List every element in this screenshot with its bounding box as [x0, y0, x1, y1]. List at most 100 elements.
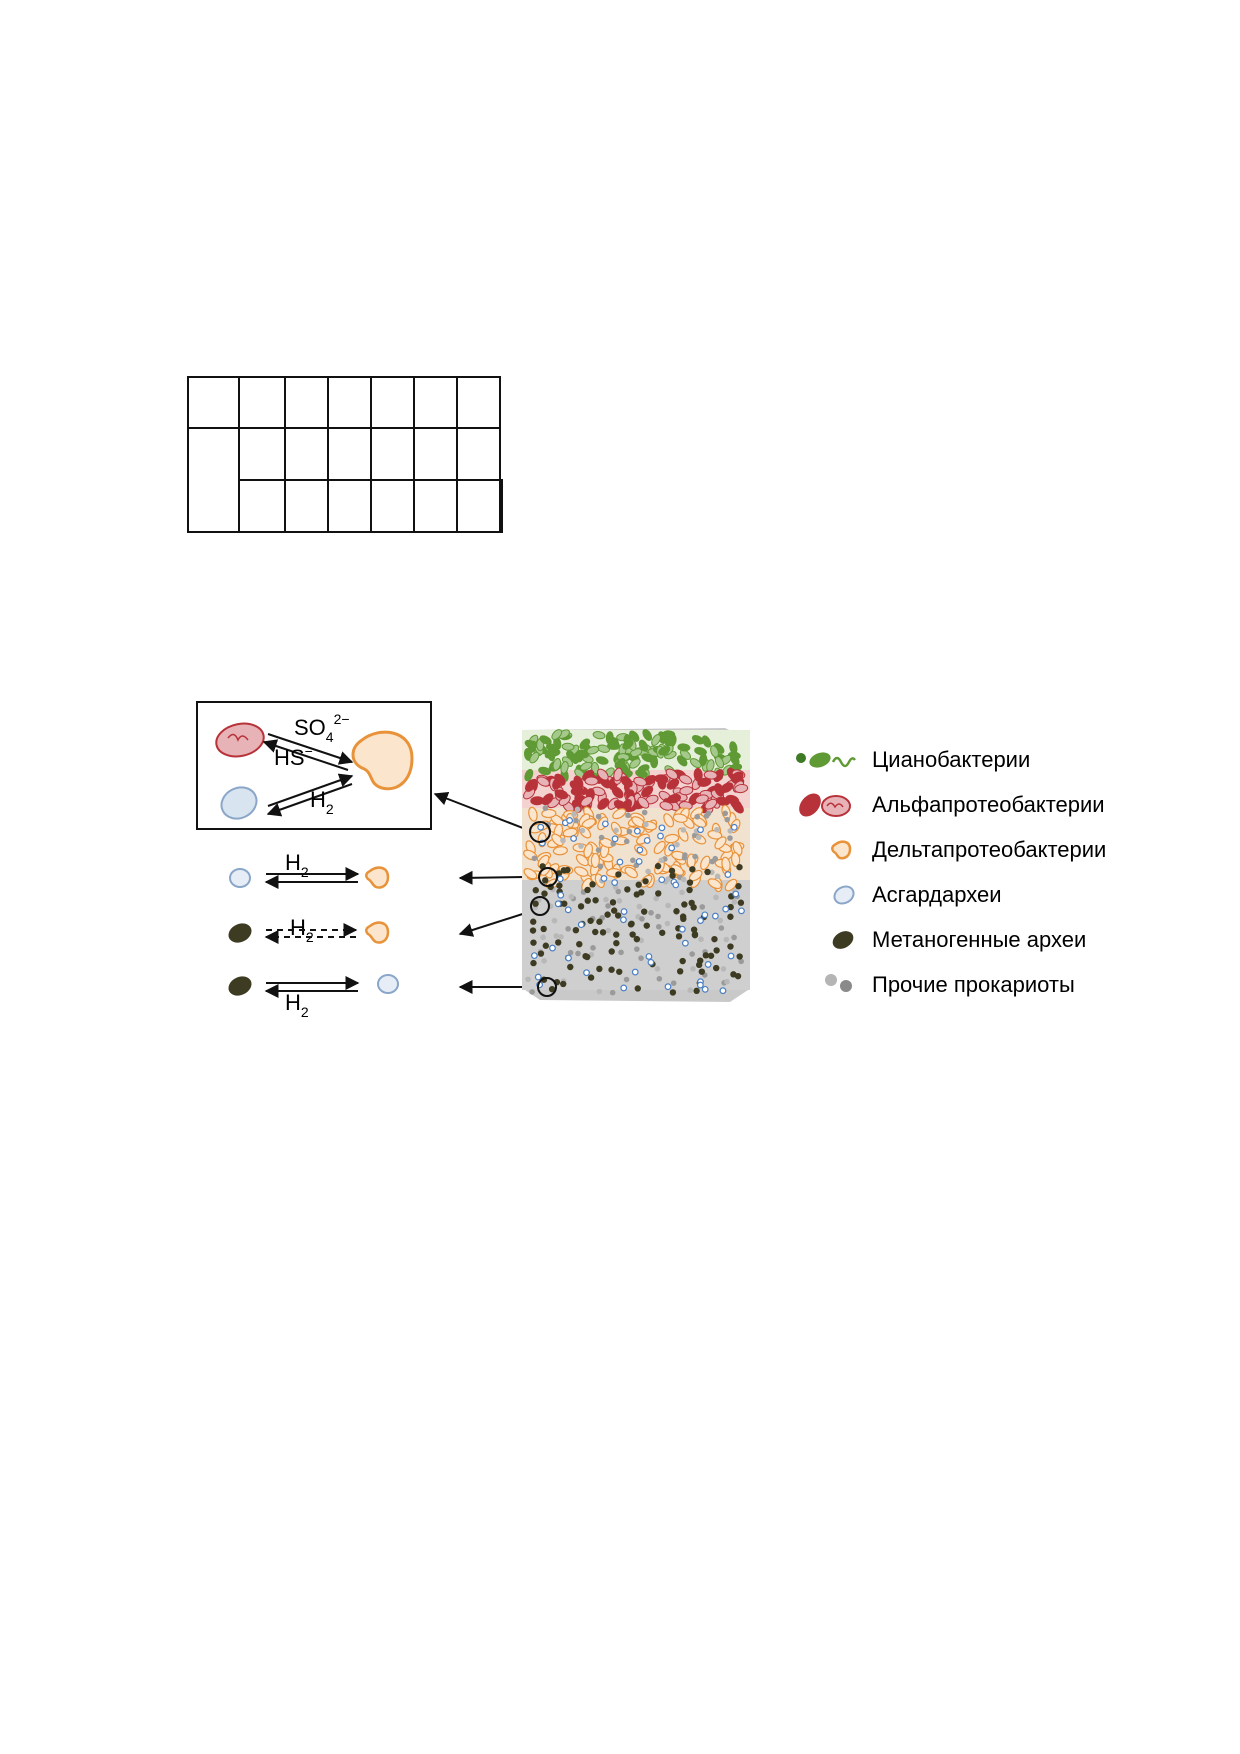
mat-cell [624, 866, 638, 879]
mat-cell [695, 834, 702, 841]
mat-cell [540, 925, 547, 933]
mat-cell [714, 783, 725, 797]
mat-cell [577, 903, 585, 910]
mat-cell [658, 876, 666, 884]
mat-cell [719, 987, 727, 995]
mat-cell [637, 796, 650, 809]
mat-cell [737, 899, 745, 906]
mat-cell [620, 984, 628, 992]
mat-cell [599, 929, 607, 936]
mat-cell [570, 835, 578, 842]
mat-cell [603, 896, 609, 903]
mat-cell [605, 903, 611, 909]
mat-cell [542, 805, 549, 811]
mat-cell [555, 939, 562, 946]
mat-cell [651, 734, 661, 746]
mat-cell [727, 903, 734, 911]
mat-cell [730, 852, 741, 868]
mat-cell [670, 980, 677, 986]
mat-cell [556, 882, 563, 889]
mat-cell [595, 847, 602, 853]
mat-cell [734, 972, 742, 980]
mat-cell [636, 846, 644, 854]
mat-cell [703, 770, 718, 780]
legend-label: Асгардархеи [872, 882, 1002, 907]
mat-cell [558, 934, 564, 940]
mat-cell [592, 897, 599, 904]
mat-cell [658, 824, 666, 832]
mat-cell [552, 776, 563, 790]
mat-cell [596, 965, 603, 973]
mat-cell [620, 776, 633, 788]
mat-cell [665, 902, 671, 909]
mat-cell [524, 768, 534, 782]
mat-cell [573, 817, 579, 824]
mat-cell [701, 735, 712, 748]
mat-cell [565, 954, 572, 962]
table-cell [413, 376, 458, 429]
interaction-box [196, 701, 432, 830]
mat-cell [673, 908, 680, 915]
mat-cell [530, 918, 537, 925]
legend: Цианобактерии Альфапротеобактерии Дельта… [796, 747, 1106, 997]
mat-cell [634, 946, 640, 952]
mat-cell [678, 925, 686, 933]
mat-cell [582, 952, 589, 960]
mat-cell [568, 893, 575, 900]
table-cell [187, 427, 240, 533]
mat-cell [707, 952, 715, 959]
mat-cell [724, 816, 731, 823]
table-cell [327, 427, 372, 481]
mat-cell [713, 894, 719, 901]
mat-cell [592, 731, 606, 740]
table-cell [238, 376, 286, 429]
mat-cell [697, 917, 704, 924]
mat-cell [686, 886, 693, 894]
mat-cell [696, 981, 704, 989]
mat-cell [587, 974, 595, 981]
mat-cell [718, 925, 725, 931]
mat-cell [692, 853, 698, 860]
mat-cell [584, 897, 591, 904]
mat-cell [639, 916, 645, 922]
mat-cell [539, 735, 552, 745]
mat-cell [686, 879, 694, 886]
mat-cell [697, 957, 704, 964]
mat-cell [638, 889, 645, 896]
mat-cell [572, 926, 580, 934]
mat-cell [735, 883, 742, 890]
mat-cell [730, 823, 738, 831]
sample-marker [538, 867, 558, 887]
mat-cell [576, 749, 589, 759]
mat-cell [709, 858, 716, 865]
mat-cell [655, 890, 662, 897]
table-cell [456, 479, 501, 533]
mat-cell [597, 798, 610, 810]
cyanobacteria-icon [796, 752, 856, 768]
mat-cell [532, 887, 539, 894]
sample-marker [530, 896, 550, 916]
h2-label: H2 [310, 787, 334, 817]
mat-cell [541, 808, 557, 819]
sample-marker [537, 977, 557, 997]
mat-cell [659, 801, 674, 811]
mat-cell [689, 951, 695, 957]
mat-cell [677, 743, 691, 752]
mat-cell [668, 867, 676, 874]
mat-cell [554, 900, 562, 908]
mat-cell [529, 927, 537, 934]
mat-cell [694, 813, 700, 820]
mat-cell [688, 899, 695, 907]
mat-cell [634, 985, 641, 992]
mat-cell [587, 917, 594, 924]
table-cell [284, 479, 329, 533]
mat-cell [536, 776, 550, 787]
mat-cell [608, 948, 615, 955]
mat-cell [738, 907, 745, 915]
mat-cell [656, 975, 663, 982]
mat-cell [580, 761, 593, 771]
mat-cell [549, 944, 556, 952]
mat-cell [663, 813, 675, 828]
table-cell [187, 376, 240, 429]
mat-cell [635, 881, 642, 888]
